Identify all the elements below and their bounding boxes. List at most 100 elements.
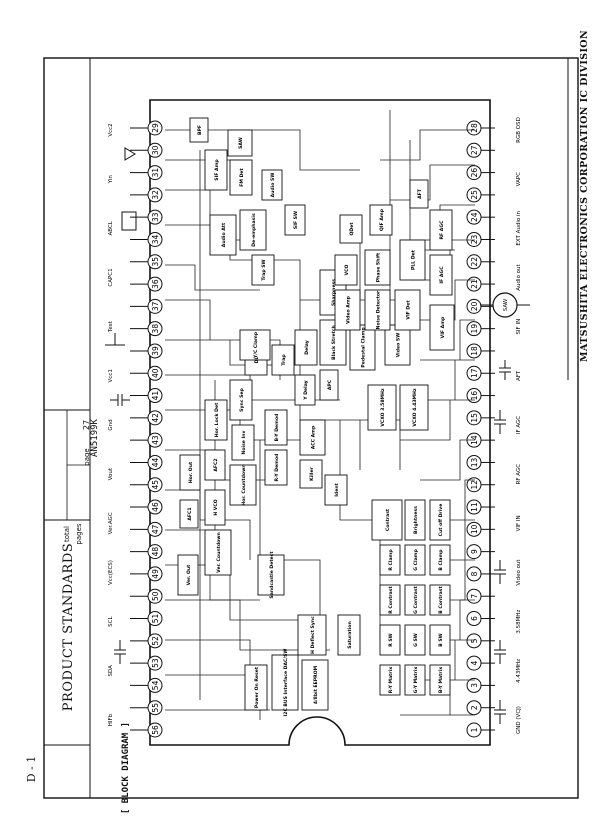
block-label: Video SW (396, 333, 402, 358)
block-afc1 (179, 499, 199, 529)
pin-47: 47 (147, 521, 163, 537)
pin-42: 42 (147, 410, 163, 426)
pin-label: VIF IN (516, 515, 522, 531)
block-label: Sandcastle Detect (269, 551, 275, 599)
pin-5: 5 (466, 633, 482, 649)
pin-label: AFT (516, 370, 522, 381)
pin-45: 45 (147, 477, 163, 493)
pin-number-text: 28 (470, 123, 479, 133)
pin-number-text: 55 (151, 703, 160, 713)
pin-label: IF AGC (516, 416, 522, 434)
block-saturation (337, 614, 361, 656)
block-pedestal (349, 324, 376, 371)
pin-number-text: 2 (470, 705, 479, 710)
block-qdet (339, 214, 363, 244)
pin-number-text: 17 (470, 368, 479, 378)
block-aft (409, 179, 429, 209)
block-label: APC (327, 379, 333, 390)
pin-label: Vcc(ECS) (108, 560, 114, 585)
block-label: Video Amp (346, 295, 352, 324)
pin-label: Ver.AGC (108, 512, 114, 534)
pin-label: Test (108, 320, 114, 333)
pin-number-text: 44 (151, 457, 160, 467)
block-ry-matrix (379, 664, 401, 696)
block-by-demod (264, 409, 288, 446)
pin-number-text: 37 (151, 301, 160, 311)
block-label: B-Y Matrix (438, 667, 444, 693)
pin-46: 46 (147, 499, 163, 515)
block-label: H Deflect Sync (310, 616, 316, 654)
block-h-vco (204, 489, 226, 526)
company-footer: MATSUSHITA ELECTRONICS CORPORATION IC DI… (579, 29, 590, 362)
page-label: page (83, 448, 91, 466)
pin-15: 15 (466, 410, 482, 426)
block-label: Audio Att (221, 222, 227, 247)
block-label: FM Det (239, 167, 245, 186)
block-label: DL (254, 357, 260, 364)
block-label: VCXO 4.43MHz (412, 388, 418, 427)
pin-41: 41 (147, 388, 163, 404)
pin-number-text: 42 (151, 413, 160, 423)
saw-filter (480, 292, 530, 318)
block-label: AFT (417, 188, 423, 199)
block-label: Y Delay (303, 380, 309, 400)
pin-number-text: 24 (470, 212, 479, 222)
block-label: B SW (438, 633, 444, 646)
block-label: VCXO 3.58MHz (380, 388, 386, 427)
block-sandcastle (257, 554, 285, 596)
pin-number-text: 54 (151, 680, 160, 690)
block-label: Killer (309, 466, 315, 480)
block-g-clamp (404, 544, 426, 576)
pin-label: Audio out (516, 263, 522, 290)
block-label: Noise Detector (376, 290, 382, 329)
block-label: Hor. Countdown (241, 464, 247, 505)
pin-label: Yin (108, 175, 114, 185)
block-label: QIF Amp (379, 208, 385, 231)
pin-30: 30 (147, 142, 163, 158)
block-qif-amp (369, 204, 393, 236)
pin-2: 2 (466, 700, 482, 716)
pin-49: 49 (147, 566, 163, 582)
pin-label: 3.58MHz (516, 610, 522, 634)
block-label: Black Stretch (331, 325, 337, 360)
block-label: G Contrast (413, 585, 419, 613)
block-label: Cut off Drive (438, 504, 444, 537)
block-black-stretch (319, 319, 347, 366)
block-label: G Clamp (413, 549, 419, 571)
pin-number-text: 20 (470, 301, 479, 311)
block-label: R-Y Demod (274, 454, 280, 482)
block-contrast-brightness (371, 499, 403, 541)
page-border (43, 57, 579, 799)
pin-label: HIFb (108, 713, 114, 726)
block-label: B Contrast (438, 586, 444, 614)
block-label: QDet (349, 222, 355, 236)
pin-label: CAPC1 (108, 268, 114, 286)
section-label: D - 1 (25, 755, 38, 783)
block-sync-sep (229, 379, 253, 421)
block-label: H VCO (213, 499, 219, 515)
block-if-agc (429, 254, 453, 296)
pin-number-text: 12 (470, 480, 479, 490)
block-label: B Clamp (438, 549, 444, 571)
pin-number-text: 51 (151, 614, 160, 624)
functional-blocks (177, 117, 455, 711)
external-components (105, 147, 511, 724)
block-ver-out (177, 554, 199, 596)
pin-number-text: 16 (470, 391, 479, 401)
block-hor-lock (204, 399, 228, 441)
pin-40: 40 (147, 365, 163, 381)
block-label: ACC Amp (311, 425, 317, 449)
pin-number-text: 32 (151, 190, 160, 200)
pin-52: 52 (147, 633, 163, 649)
saw-label: SAW (503, 298, 509, 311)
pin-number-text: 6 (470, 616, 479, 621)
block-eeprom (301, 659, 329, 711)
pin-label: Vcc1 (108, 369, 114, 382)
page-number: 27 (82, 419, 91, 431)
pin-label: SCL (108, 616, 114, 627)
block-r-contrast (379, 584, 401, 616)
pin-13: 13 (466, 454, 482, 470)
pin-number-text: 53 (151, 658, 160, 668)
pin-number-text: 50 (151, 591, 160, 601)
pin-51: 51 (147, 611, 163, 627)
